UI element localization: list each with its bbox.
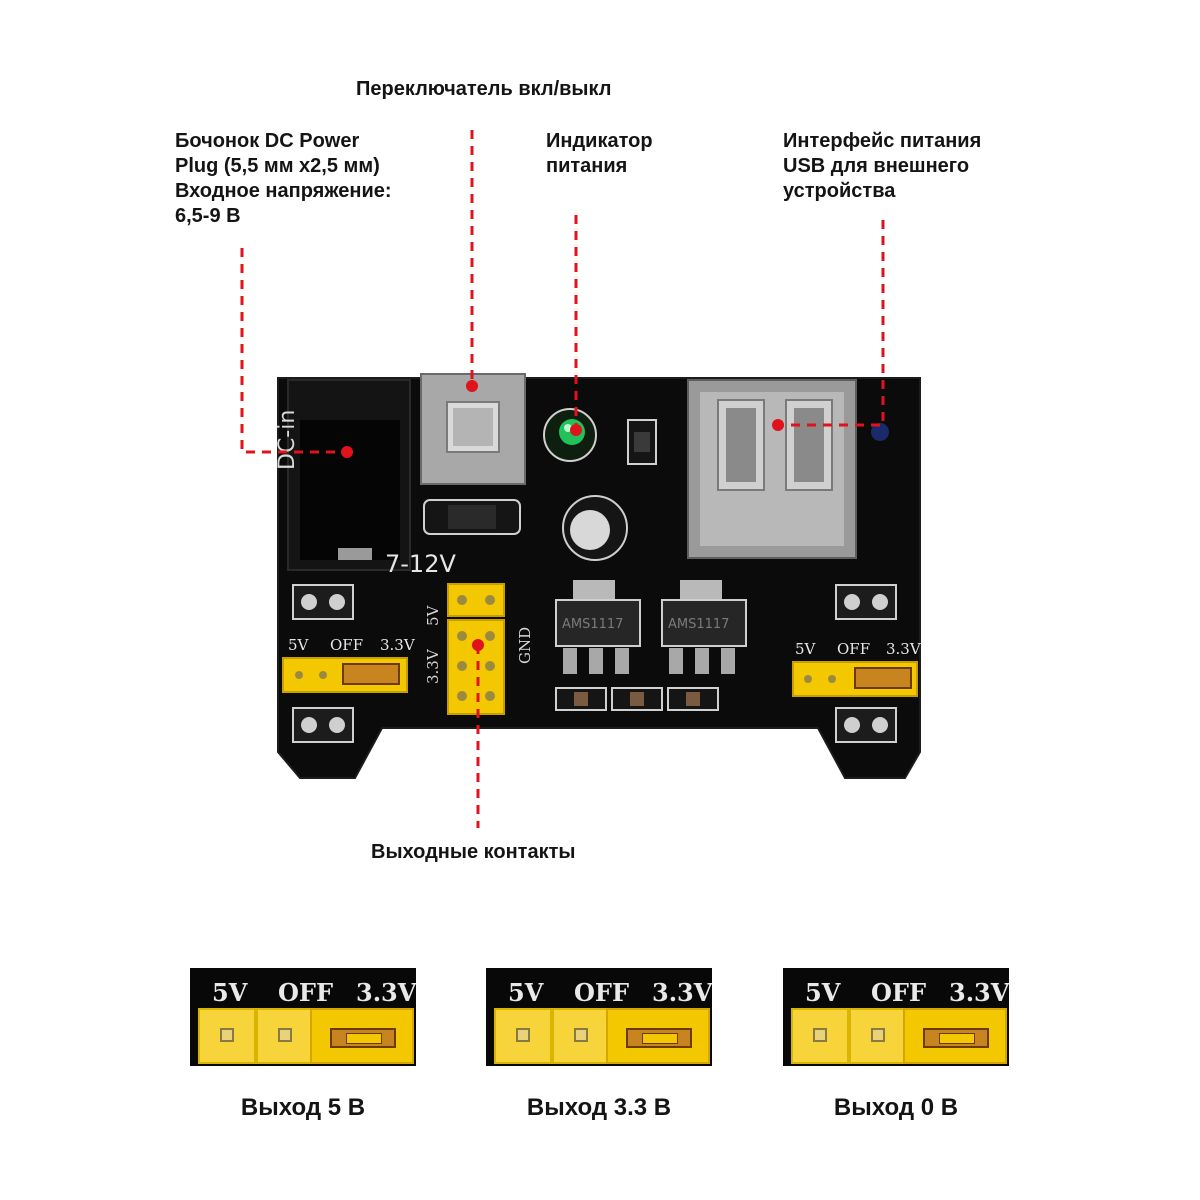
callout-line-barrel [240, 248, 345, 454]
svg-text:OFF: OFF [330, 636, 363, 654]
callout-dots [341, 380, 784, 651]
thumb-label-5v: 5V [212, 978, 248, 1007]
callout-lines [240, 130, 885, 828]
regulator-right: AMS1117 [661, 580, 747, 674]
svg-text:3.3V: 3.3V [886, 640, 922, 658]
thumb-label-off: OFF [871, 978, 926, 1007]
voltage-selector-left: 5V OFF 3.3V [282, 636, 416, 693]
svg-text:5V: 5V [795, 640, 817, 658]
thumb-label-off: OFF [278, 978, 333, 1007]
label-power-indicator: Индикатор питания [546, 130, 653, 177]
mode-thumb-33v: 5V OFF 3.3V [486, 968, 712, 1066]
label-barrel-plug: Бочонок DC Power Plug (5,5 мм x2,5 мм) В… [175, 130, 392, 227]
dc-in-mark: DC-in [275, 410, 300, 470]
power-led [543, 408, 597, 462]
svg-text:3.3V: 3.3V [380, 636, 416, 654]
usb-port [687, 379, 857, 559]
label-output-pins: Выходные контакты [371, 841, 576, 863]
thumb-label-33v: 3.3V [356, 978, 416, 1007]
thumb-label-33v: 3.3V [652, 978, 712, 1007]
label-switch: Переключатель вкл/выкл [356, 78, 612, 100]
pin-33v-mark: 3.3V [424, 648, 442, 684]
pin-gnd-mark: GND [516, 627, 534, 664]
caption-0v: Выход 0 В [833, 1094, 959, 1121]
regulator-left: AMS1117 [555, 580, 641, 674]
thumb-label-off: OFF [574, 978, 629, 1007]
svg-text:OFF: OFF [837, 640, 870, 658]
output-pin-header [447, 583, 505, 715]
thumb-label-5v: 5V [508, 978, 544, 1007]
mode-thumb-5v: 5V OFF 3.3V [190, 968, 416, 1066]
power-switch [420, 373, 526, 485]
reg-mark-right: AMS1117 [668, 617, 729, 632]
thumb-label-5v: 5V [805, 978, 841, 1007]
reg-mark-left: AMS1117 [562, 617, 623, 632]
caption-5v: Выход 5 В [240, 1094, 366, 1121]
jumper-cap [310, 1008, 414, 1064]
dc-barrel-jack: DC-in [275, 379, 411, 571]
voltage-mark: 7-12V [385, 550, 456, 578]
jumper-cap [903, 1008, 1007, 1064]
power-module-diagram: DC-in 7-12V AMS1117 [240, 130, 922, 828]
thumb-label-33v: 3.3V [949, 978, 1009, 1007]
caption-33v: Выход 3.3 В [526, 1094, 672, 1121]
jumper-cap [606, 1008, 710, 1064]
voltage-selector-right: 5V OFF 3.3V [792, 640, 922, 697]
callout-line-usb [780, 220, 885, 427]
label-usb-interface: Интерфейс питания USB для внешнего устро… [783, 130, 982, 202]
mode-thumb-0v: 5V OFF 3.3V [783, 968, 1009, 1066]
svg-text:5V: 5V [288, 636, 310, 654]
pin-5v-mark: 5V [424, 604, 442, 626]
